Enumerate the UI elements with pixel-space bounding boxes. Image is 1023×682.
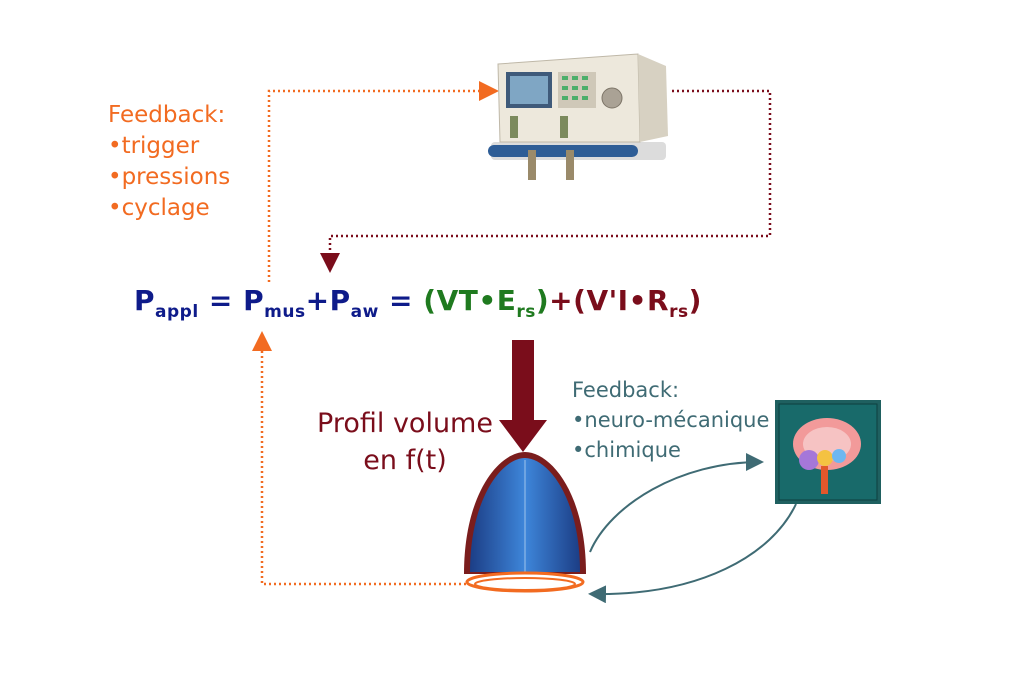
feedback-item-cyclage: •cyclage [108,195,210,221]
feedback-item-neuro-mecanique: •neuro-mécanique [572,408,770,432]
ventilator-output-arrow [320,89,772,273]
p-appl-symbol: P [134,284,156,317]
elastic-term: (VT•E [423,284,517,317]
profil-line-2: en f(t) [363,445,447,476]
resistive-term-close: ) [688,284,702,317]
p-mus-symbol: P [243,284,265,317]
plus-sign: + [305,284,330,317]
lung-to-brain-arrow [589,453,764,553]
mus-subscript: mus [264,302,306,322]
aw-subscript: aw [350,302,379,322]
appl-subscript: appl [155,302,199,322]
feedback-title: Feedback: [108,102,226,128]
feedback-item-pressions: •pressions [108,164,231,190]
rs-subscript: rs [516,302,536,322]
lung-dome-image [464,452,586,593]
elastic-term-close: ) [535,284,550,317]
feedback-title: Feedback: [572,378,680,402]
equals-sign: = [378,284,424,317]
ventilator-machine-image [488,53,668,180]
brain-to-lung-arrow [588,503,797,604]
big-down-arrow-head [499,420,547,452]
plus-sign: + [549,284,574,317]
feedback-arrow-to-ventilator [267,81,499,282]
ventilator-feedback-list: Feedback: •trigger •pressions •cyclage [108,100,230,224]
volume-profile-label: Profil volume en f(t) [300,405,510,479]
pressure-equation: Pappl = Pmus+Paw = (VT•Ers)+(V'I•Rrs) [134,284,702,321]
profil-line-1: Profil volume [317,408,493,439]
equals-sign: = [198,284,244,317]
feedback-item-trigger: •trigger [108,133,200,159]
brain-image [775,400,881,504]
feedback-item-chimique: •chimique [572,438,681,462]
patient-feedback-list: Feedback: •neuro-mécanique •chimique [572,375,769,465]
big-down-arrow-shaft [512,340,534,422]
resistive-term: (V'I•R [573,284,670,317]
p-aw-symbol: P [329,284,351,317]
rs-subscript: rs [669,302,689,322]
